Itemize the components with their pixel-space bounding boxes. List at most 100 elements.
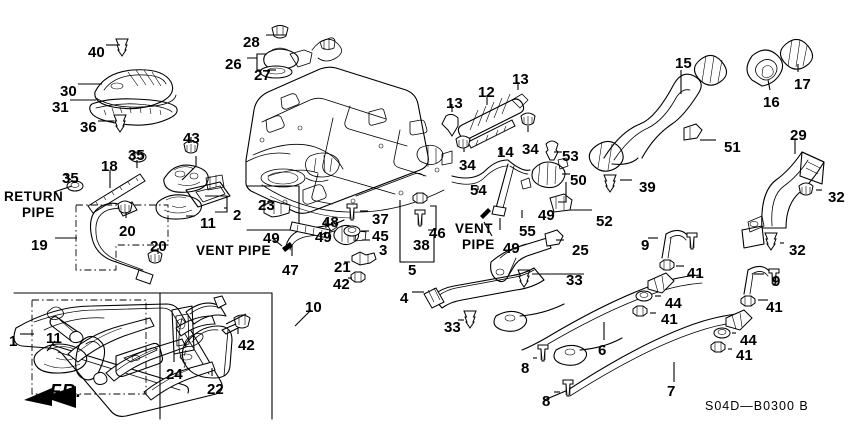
callout-13: 13: [512, 71, 529, 88]
part-fuel-line-7: [521, 265, 780, 401]
callout-9: 9: [641, 237, 650, 254]
callout-31: 31: [52, 99, 69, 116]
callout-17: 17: [794, 76, 811, 93]
callout-33: 33: [566, 272, 583, 289]
vent-pipe-label-left: VENT PIPE: [196, 243, 272, 258]
callout-2: 2: [233, 207, 242, 224]
callout-29: 29: [790, 127, 807, 144]
part-21-bracket: [344, 251, 377, 266]
part-fuel-cap-group: [746, 38, 814, 91]
callout-24: 24: [166, 366, 183, 383]
part-vent-nipple-box: [246, 185, 300, 231]
callout-41: 41: [687, 265, 704, 282]
callout-28: 28: [243, 34, 260, 51]
callout-7: 7: [667, 383, 676, 400]
callout-53: 53: [562, 148, 579, 165]
callout-42: 42: [238, 337, 255, 354]
part-fuel-line-6: [545, 229, 703, 345]
callout-3: 3: [379, 242, 388, 259]
callout-49: 49: [538, 207, 555, 224]
callout-49: 49: [503, 240, 520, 257]
part-bolt-group-5: [343, 192, 437, 263]
part-10-protector: [13, 303, 312, 417]
part-sender-unit: [247, 25, 342, 79]
part-25-bracket: [490, 229, 584, 288]
callout-22: 22: [207, 381, 224, 398]
callout-45: 45: [372, 228, 389, 245]
callout-40: 40: [88, 44, 105, 61]
callout-41: 41: [766, 299, 783, 316]
part-two-way-valve-group: [451, 140, 592, 237]
callout-4: 4: [400, 290, 409, 307]
callout-14: 14: [497, 144, 514, 161]
callout-51: 51: [724, 139, 741, 156]
callout-55: 55: [519, 223, 536, 240]
callout-1: 1: [9, 333, 18, 350]
callout-20: 20: [150, 238, 167, 255]
callout-25: 25: [572, 242, 589, 259]
callout-9: 9: [772, 273, 781, 290]
callout-23: 23: [258, 197, 275, 214]
part-42-nut: [348, 271, 366, 283]
callout-12: 12: [478, 84, 495, 101]
callout-34: 34: [522, 141, 539, 158]
callout-36: 36: [80, 119, 97, 136]
front-direction-label: FR.: [50, 381, 82, 401]
callout-38: 38: [413, 237, 430, 254]
callout-47: 47: [282, 262, 299, 279]
callout-8: 8: [542, 393, 551, 410]
part-29-bracket: [741, 140, 825, 251]
callout-18: 18: [101, 158, 118, 175]
callout-42: 42: [333, 276, 350, 293]
diagram-code: S04D—B0300 B: [705, 399, 809, 413]
callout-50: 50: [570, 172, 587, 189]
callout-39: 39: [639, 179, 656, 196]
callout-21: 21: [334, 259, 351, 276]
fuel-tank-body: [245, 66, 453, 219]
part-tank-cover-assembly: [70, 38, 178, 133]
callout-30: 30: [60, 83, 77, 100]
callout-49: 49: [263, 230, 280, 247]
vent-pipe-label-mid-line1: VENT: [455, 221, 494, 236]
callout-41: 41: [661, 311, 678, 328]
callout-32: 32: [789, 242, 806, 259]
part-filler-neck: [588, 54, 728, 193]
callout-34: 34: [459, 157, 476, 174]
return-pipe-label-line1: RETURN: [4, 189, 64, 204]
return-pipe-label-line2: PIPE: [22, 205, 55, 220]
callout-33: 33: [444, 319, 461, 336]
callout-20: 20: [119, 223, 136, 240]
callout-5: 5: [408, 262, 417, 279]
callout-8: 8: [521, 360, 530, 377]
part-return-pipe-group: [53, 137, 199, 214]
callout-37: 37: [372, 211, 389, 228]
callout-11: 11: [200, 215, 216, 232]
fr-direction-arrow: [24, 386, 76, 408]
part-fuel-pump-assembly: [155, 156, 231, 220]
callout-44: 44: [665, 295, 682, 312]
callout-35: 35: [128, 147, 145, 164]
callout-16: 16: [763, 94, 780, 111]
callout-26: 26: [225, 56, 242, 73]
callout-32: 32: [828, 189, 845, 206]
callout-27: 27: [254, 67, 271, 84]
callout-6: 6: [598, 342, 607, 359]
callout-48: 48: [322, 214, 339, 231]
callout-13: 13: [446, 95, 463, 112]
inset-boxes: [13, 292, 273, 420]
callout-44: 44: [740, 332, 757, 349]
callout-35: 35: [62, 170, 79, 187]
callout-43: 43: [183, 130, 200, 147]
callout-41: 41: [736, 347, 753, 364]
callout-10: 10: [305, 299, 322, 316]
part-4-strap: [412, 267, 623, 397]
vent-pipe-label-mid-line2: PIPE: [462, 237, 495, 252]
callout-52: 52: [596, 213, 613, 230]
callout-46: 46: [429, 225, 446, 242]
part-return-hose-assembly: [55, 200, 169, 285]
callout-49: 49: [315, 229, 332, 246]
part-filler-hose-group: [441, 82, 536, 155]
callout-54: 54: [470, 182, 487, 199]
